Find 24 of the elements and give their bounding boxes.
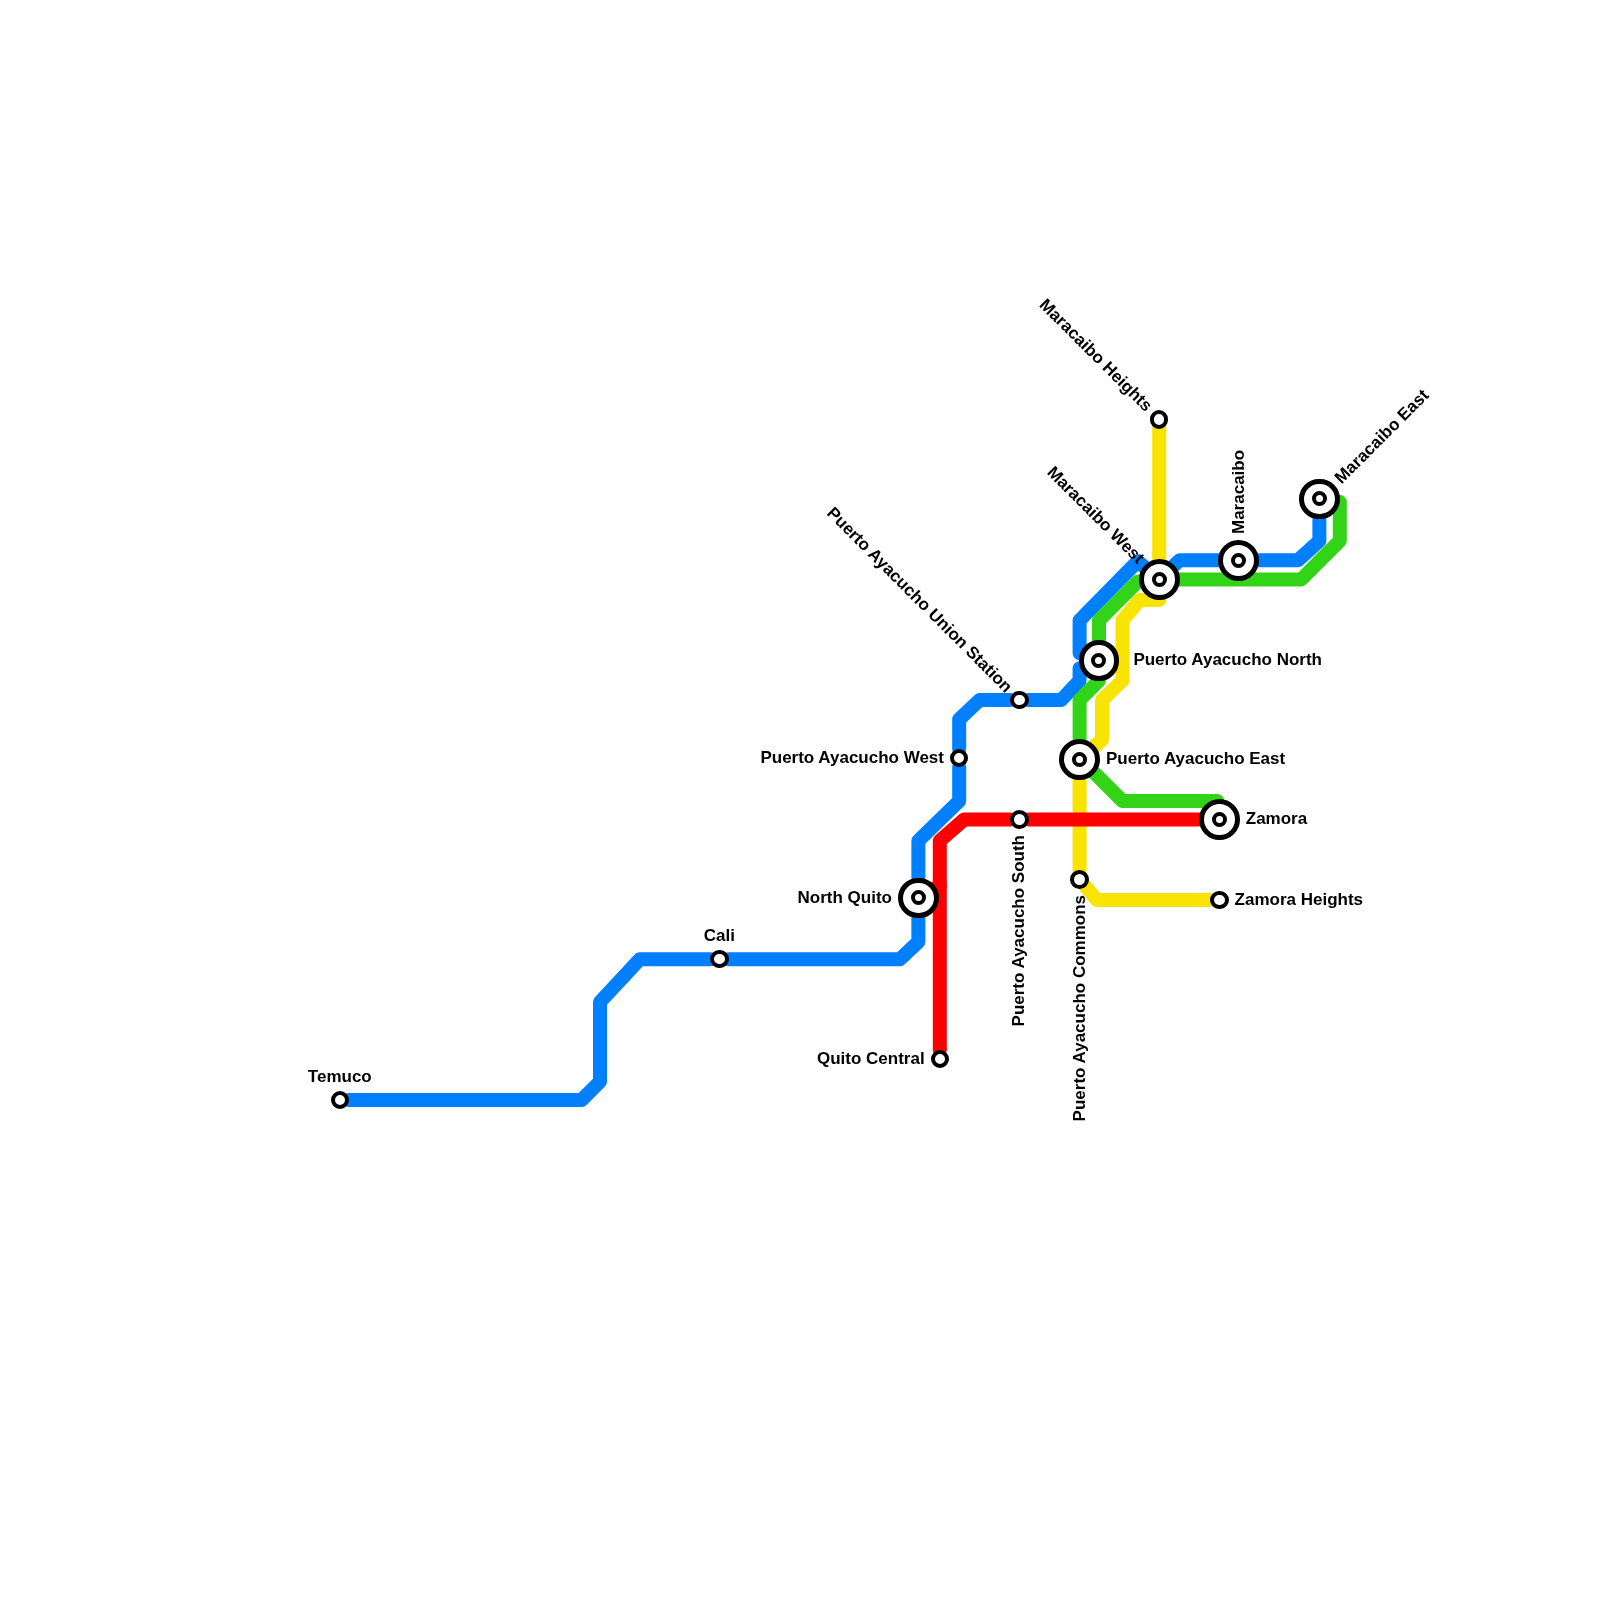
station-marker: [1150, 410, 1169, 429]
station-marker: [1210, 890, 1229, 910]
station-marker: [710, 950, 729, 969]
station-label: Cali: [703, 926, 735, 946]
station-marker: [1010, 690, 1029, 710]
station-label: Puerto Ayacucho East: [1106, 749, 1286, 770]
station-label: Puerto Ayacucho West: [760, 748, 944, 769]
station-label: Temuco: [307, 1066, 372, 1087]
station-label: Quito Central: [816, 1049, 925, 1070]
station-label: Zamora: [1245, 809, 1308, 830]
station-marker: [1010, 810, 1029, 829]
station-label: Puerto Ayacucho South: [1009, 834, 1030, 1026]
interchange-station-marker: [1218, 539, 1260, 581]
station-marker: [1070, 870, 1089, 889]
interchange-station-marker: [897, 877, 939, 919]
station-label: Zamora Heights: [1234, 890, 1364, 910]
station-label: Maracaibo: [1228, 449, 1249, 534]
station-marker: [930, 1050, 949, 1069]
station-marker: [330, 1090, 349, 1110]
station-label: North Quito: [797, 887, 892, 908]
interchange-station-marker: [1198, 798, 1240, 840]
station-label: Puerto Ayacucho Commons: [1069, 894, 1090, 1122]
interchange-station-marker: [1059, 738, 1100, 780]
station-label: Puerto Ayacucho North: [1133, 650, 1322, 671]
